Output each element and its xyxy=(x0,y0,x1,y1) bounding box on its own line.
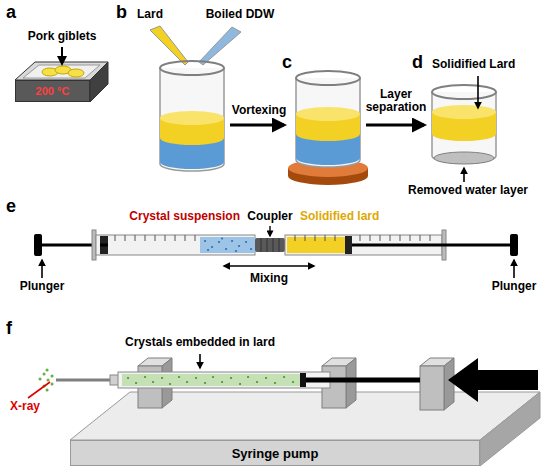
beaker-body xyxy=(296,78,360,167)
push-arrow xyxy=(448,358,538,402)
pointer-arrow xyxy=(477,76,479,108)
step-label: Mixing xyxy=(250,272,288,286)
hotplate-tray xyxy=(23,65,100,78)
crystal-suspension xyxy=(200,237,255,253)
scale-ticks xyxy=(295,235,430,241)
plunger-rod xyxy=(306,378,420,383)
lard-surface xyxy=(160,111,224,125)
part-label: Pork giblets xyxy=(28,30,97,44)
plunger-head xyxy=(100,236,108,254)
beaker-rim xyxy=(160,61,224,75)
panel-letter: c xyxy=(282,52,292,73)
part-label: Boiled DDW xyxy=(206,8,275,22)
part-label: Solidified lard xyxy=(300,210,379,224)
pump-front: Syringe pump xyxy=(70,440,480,466)
part-label: X-ray xyxy=(10,400,40,414)
panel-letter: d xyxy=(412,52,423,73)
coupler xyxy=(255,238,285,252)
pointer-arrow xyxy=(61,47,63,64)
plunger-rod xyxy=(100,244,108,247)
syringe-barrel xyxy=(118,372,330,388)
pointer-arrow xyxy=(513,260,515,278)
clamp-side xyxy=(346,358,356,408)
part-label: Lard xyxy=(137,8,163,22)
crystals-in-lard xyxy=(122,374,300,386)
beaker-body xyxy=(432,92,496,163)
lard-surface xyxy=(432,105,496,119)
syringe-barrel xyxy=(96,235,255,255)
beaker-body xyxy=(160,68,224,171)
scale-ticks xyxy=(115,235,195,241)
lard-surface xyxy=(296,107,360,121)
crystal-dots xyxy=(205,239,251,252)
beaker-rim xyxy=(296,71,360,85)
step-arrow xyxy=(366,124,424,127)
lard-pipette xyxy=(150,26,188,65)
plunger-head xyxy=(345,236,352,254)
mixing-arrow xyxy=(224,265,314,267)
water-pipette xyxy=(199,27,241,65)
giblet xyxy=(68,69,84,77)
part-label: Removed water layer xyxy=(408,184,528,198)
part-label: Solidified Lard xyxy=(432,58,515,72)
needle xyxy=(56,379,112,382)
part-label: Crystals embedded in lard xyxy=(125,336,275,350)
panel-letter: a xyxy=(6,2,16,23)
pusher-side xyxy=(444,358,454,410)
panel-letter: f xyxy=(6,318,12,339)
step-arrow xyxy=(230,124,284,127)
pump-side xyxy=(480,392,540,466)
coupler-ridges xyxy=(261,238,279,252)
plunger-head xyxy=(300,373,306,387)
hotplate-side xyxy=(90,62,108,102)
plunger-rod xyxy=(40,244,100,247)
node-text: Syringe pump xyxy=(232,446,319,461)
hotplate-front: 200 °C xyxy=(15,80,90,102)
step-label: Layer separation xyxy=(360,88,432,114)
pusher-block xyxy=(420,366,444,410)
beaker-rim xyxy=(432,85,496,99)
pointer-arrow xyxy=(463,168,465,182)
plunger-cap xyxy=(510,234,518,256)
pointer-arrow xyxy=(269,226,270,236)
part-label: Crystal suspension xyxy=(129,210,240,224)
solidified-lard xyxy=(287,237,345,253)
part-label: Coupler xyxy=(247,210,292,224)
step-label: Vortexing xyxy=(232,104,286,118)
crystal-dots xyxy=(128,377,293,384)
pointer-arrow xyxy=(41,260,43,278)
plunger-rod xyxy=(352,244,512,247)
barrel-flange xyxy=(92,230,96,260)
panel-letter: b xyxy=(116,2,127,23)
node-text: 200 °C xyxy=(36,85,70,97)
panel-letter: e xyxy=(6,196,16,217)
part-label: Plunger xyxy=(20,280,65,294)
part-label: Plunger xyxy=(492,280,537,294)
removed-water-bottom xyxy=(434,152,494,164)
xray-beam xyxy=(28,382,50,398)
pointer-arrow xyxy=(199,354,201,368)
